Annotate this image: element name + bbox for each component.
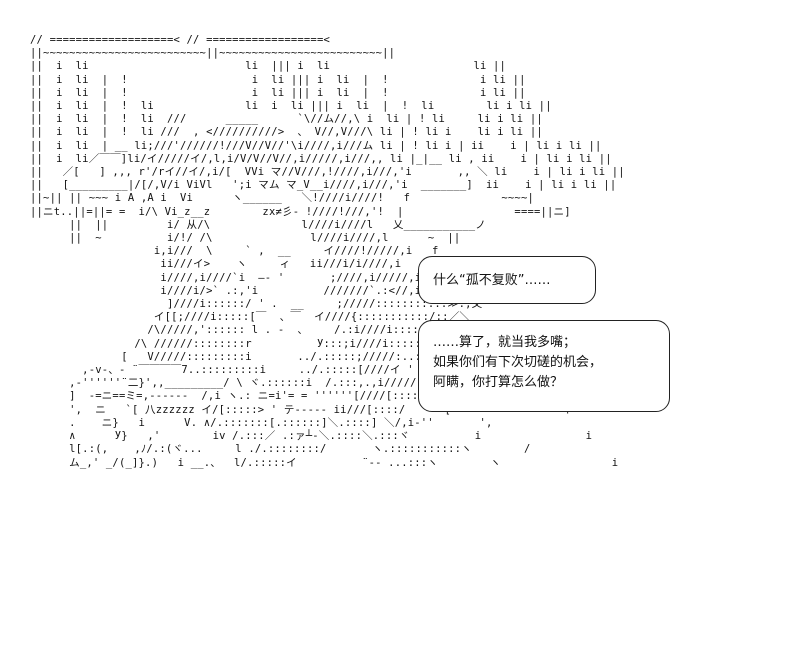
- speech-text-1: 什么“孤不复败”……: [433, 273, 551, 288]
- speech-text-2-line-1: ……算了，就当我多嘴；: [433, 335, 577, 350]
- speech-bubble-1: 什么“孤不复败”……: [418, 256, 596, 304]
- speech-bubble-2: ……算了，就当我多嘴； 如果你们有下次切磋的机会， 阿瞒，你打算怎么做？: [418, 320, 670, 412]
- speech-text-2-line-3: 阿瞒，你打算怎么做？: [433, 375, 564, 390]
- speech-text-2-line-2: 如果你们有下次切磋的机会，: [433, 355, 603, 370]
- ascii-art: // ===================< // =============…: [30, 34, 625, 469]
